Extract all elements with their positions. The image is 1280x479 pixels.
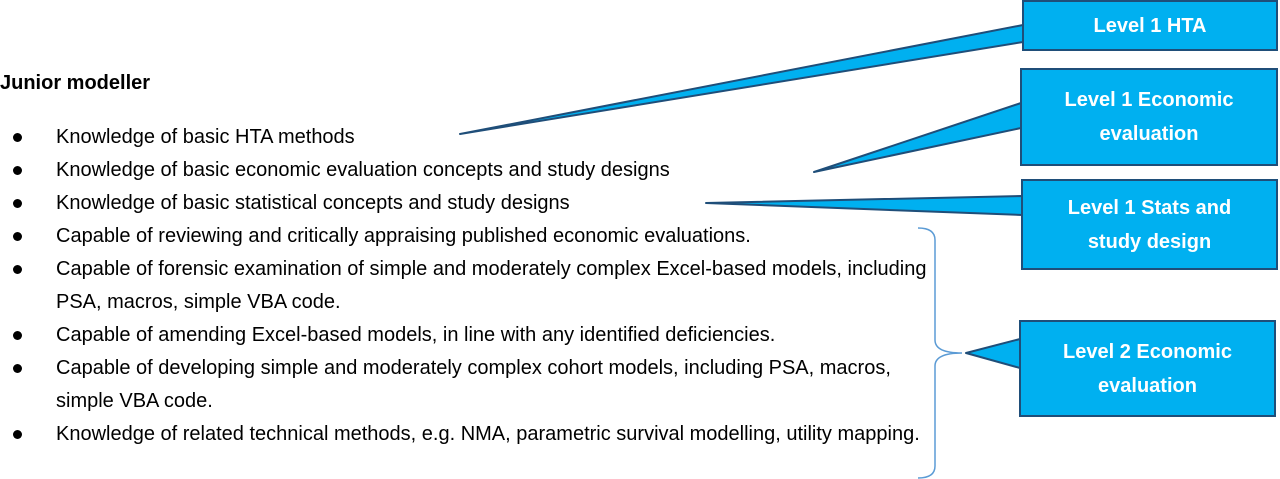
callout-label: evaluation <box>1099 123 1199 145</box>
callout-level-1-hta: Level 1 HTA <box>1022 0 1278 51</box>
competency-item-economic-evaluation: Knowledge of basic economic evaluation c… <box>0 154 935 187</box>
competency-text: Knowledge of related technical methods, … <box>56 423 920 445</box>
callout-level-1-economic-evaluation: Level 1 Economic evaluation <box>1020 68 1278 166</box>
competency-text: Capable of amending Excel-based models, … <box>56 324 776 346</box>
callout-label: Level 1 Economic <box>1064 89 1234 111</box>
bullet-icon <box>13 232 22 241</box>
competency-text: Capable of reviewing and critically appr… <box>56 225 751 247</box>
callout-level-2-economic-evaluation: Level 2 Economic evaluation <box>1019 320 1276 417</box>
competency-item-hta: Knowledge of basic HTA methods <box>0 121 935 154</box>
bullet-icon <box>13 265 22 274</box>
section-heading: Junior modeller <box>0 72 151 94</box>
bullet-icon <box>13 133 22 142</box>
callout-label: Level 1 HTA <box>1093 14 1207 37</box>
callout-label: Level 2 Economic <box>1063 340 1232 363</box>
competency-text: Knowledge of basic economic evaluation c… <box>56 159 670 181</box>
competency-item-appraising: Capable of reviewing and critically appr… <box>0 220 935 253</box>
competency-item-forensic-examination: Capable of forensic examination of simpl… <box>0 253 935 319</box>
bullet-icon <box>13 166 22 175</box>
competency-item-statistics: Knowledge of basic statistical concepts … <box>0 187 935 220</box>
competency-text: Knowledge of basic HTA methods <box>56 126 355 148</box>
competency-text: Knowledge of basic statistical concepts … <box>56 192 570 214</box>
callout-label: Level 1 Stats and <box>1067 196 1232 219</box>
bullet-icon <box>13 430 22 439</box>
competency-item-technical-methods: Knowledge of related technical methods, … <box>0 418 935 451</box>
bullet-icon <box>13 364 22 373</box>
competency-text: Capable of forensic examination of simpl… <box>56 258 927 313</box>
competency-text: Capable of developing simple and moderat… <box>56 357 891 412</box>
bullet-icon <box>13 199 22 208</box>
competency-item-amending-models: Capable of amending Excel-based models, … <box>0 319 935 352</box>
competency-list: Knowledge of basic HTA methods Knowledge… <box>0 121 935 451</box>
callout-label: evaluation <box>1098 374 1197 397</box>
competency-item-cohort-models: Capable of developing simple and moderat… <box>0 352 935 418</box>
callout-label: study design <box>1087 230 1212 253</box>
callout-pointer-level-1-hta <box>459 24 1024 135</box>
callout-pointer-level-2-economic <box>965 338 1021 369</box>
bullet-icon <box>13 331 22 340</box>
callout-level-1-stats-study-design: Level 1 Stats and study design <box>1021 179 1278 270</box>
